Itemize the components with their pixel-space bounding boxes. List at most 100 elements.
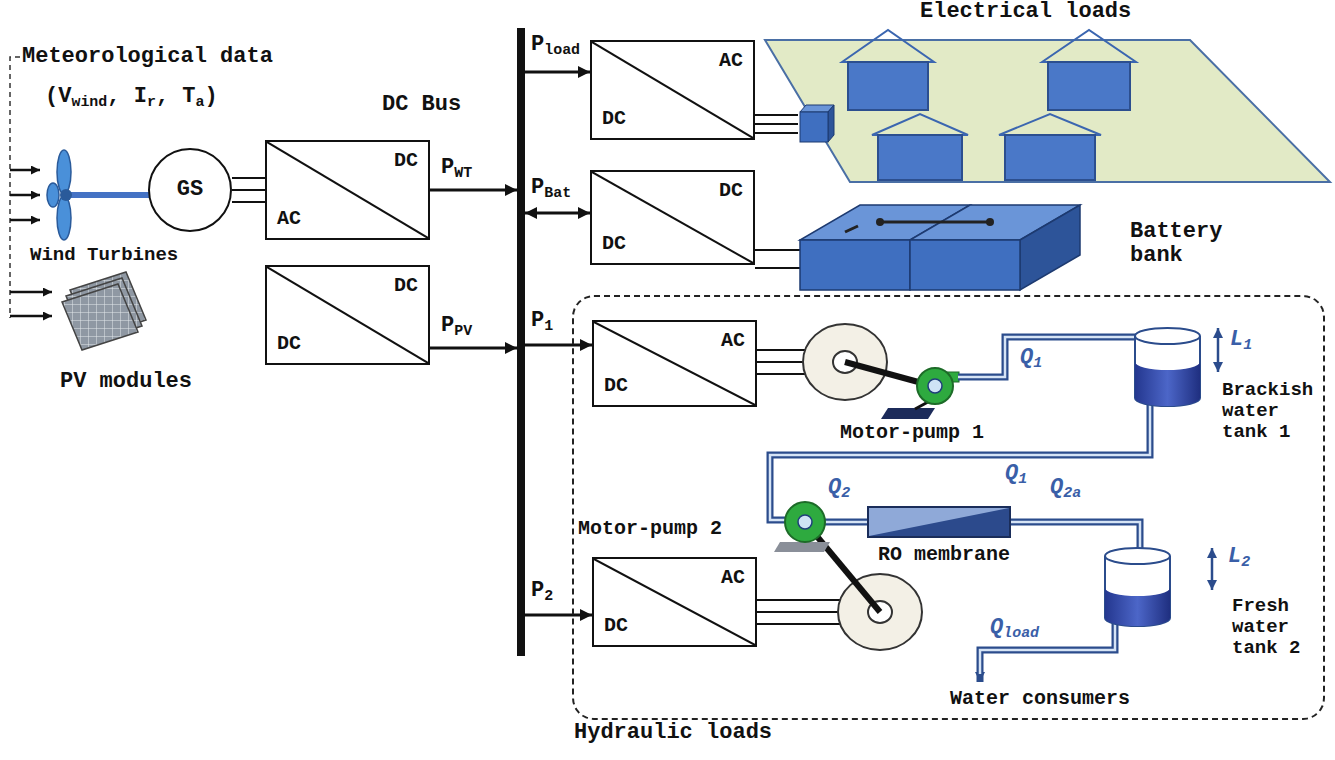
subscript: 1 — [1033, 355, 1042, 371]
power-label: PPV — [440, 314, 473, 338]
flow-label: Q1 — [1020, 346, 1042, 370]
part-label: Motor-pump 2 — [578, 518, 722, 540]
ro-membrane — [868, 507, 1010, 537]
converter-diagonal — [267, 267, 428, 363]
part-label: Wind Turbines — [30, 245, 178, 266]
subscript: r — [147, 94, 156, 110]
part-label: PV modules — [60, 370, 192, 394]
node-text: GS — [177, 178, 203, 202]
node-text: AC — [721, 330, 745, 352]
wind-turbine — [60, 189, 72, 201]
power-label: PBat — [530, 176, 572, 200]
ro-membrane — [869, 508, 1009, 536]
battery-bank-shape — [800, 195, 801, 196]
connector-line — [232, 177, 265, 179]
electrical-loads-shape — [1005, 135, 1095, 180]
power-connector — [525, 213, 590, 214]
converter-box: ACDC — [592, 320, 757, 407]
converter-box: DC AC — [265, 140, 430, 240]
subscript: 2 — [841, 485, 850, 501]
power-label: Pload — [530, 33, 581, 57]
motor-pump-2 — [757, 623, 842, 625]
node-text: DC — [604, 615, 628, 637]
water-pipe — [770, 402, 1150, 520]
power-connector — [430, 348, 517, 349]
battery-bank-shape — [800, 240, 910, 290]
node-text: Electrical loads — [920, 0, 1131, 24]
converter-diagonal — [267, 142, 428, 238]
battery-bank-shape — [876, 218, 884, 226]
subscript: 1 — [544, 318, 553, 334]
brackish-tank — [1135, 336, 1200, 406]
brackish-tank — [1135, 362, 1200, 406]
motor-pump-1 — [757, 373, 806, 375]
connector-line — [525, 614, 592, 617]
motor-pump-1 — [757, 349, 806, 351]
motor-pump-2 — [774, 542, 830, 552]
generator-circle: GS — [148, 148, 232, 232]
battery-bank-shape — [1020, 205, 1080, 290]
wind-turbine — [57, 150, 71, 194]
node-text: DC — [719, 180, 743, 202]
node-text: DC — [394, 150, 418, 172]
subscript: 1 — [1018, 471, 1027, 487]
motor-pump-1 — [915, 402, 928, 409]
wind-turbine — [68, 192, 150, 198]
connector-line — [755, 132, 798, 134]
power-connector — [755, 115, 798, 133]
electrical-loads-shape — [800, 112, 828, 142]
power-connector — [525, 72, 590, 73]
fresh-tank — [1105, 588, 1170, 626]
flow-label: Q1 — [1005, 462, 1027, 486]
subscript: PV — [454, 323, 472, 339]
power-label: PWT — [440, 156, 473, 180]
converter-box: ACDC — [590, 40, 755, 140]
part-label: Meteorological data — [22, 45, 273, 69]
electrical-loads-shape — [872, 114, 968, 135]
subscript: load — [1003, 625, 1039, 641]
motor-pump-1 — [881, 408, 935, 419]
converter-box: DCDC — [265, 265, 430, 365]
fresh-tank — [1211, 548, 1214, 590]
node-text: Hydraulic loads — [574, 721, 772, 745]
connector-line — [525, 344, 592, 347]
subscript: 2 — [544, 588, 553, 604]
converter-diagonal — [594, 559, 755, 645]
electrical-loads-shape — [842, 30, 934, 62]
connector-line — [430, 347, 517, 350]
electrical-loads-shape — [798, 0, 799, 1]
node-text: DC — [602, 233, 626, 255]
node-text: DC — [277, 333, 301, 355]
pv-modules — [62, 284, 138, 350]
power-connector — [755, 250, 800, 268]
water-pipe — [825, 519, 868, 526]
converter-box: DC DC — [590, 170, 755, 265]
wind-turbine — [57, 196, 71, 240]
motor-pump-2 — [785, 502, 825, 542]
brackish-tank — [1135, 328, 1200, 344]
met-data-line — [10, 219, 40, 222]
flow-label: L1 — [1230, 328, 1252, 352]
connector-line — [755, 267, 800, 269]
connector-line — [755, 123, 798, 125]
subscript: 1 — [1243, 337, 1252, 353]
part-label: Motor-pump 1 — [840, 422, 984, 444]
connector-line — [232, 189, 265, 191]
electrical-loads-shape — [1042, 30, 1136, 62]
dc-bus: DC Bus — [517, 28, 525, 656]
connector-line — [755, 249, 800, 251]
motor-pump-2 — [757, 611, 838, 613]
subscript: wind — [71, 94, 107, 110]
electrical-loads-shape — [828, 105, 834, 142]
converter-diagonal — [592, 42, 753, 138]
power-connector — [525, 345, 592, 346]
water-pipe — [958, 337, 1165, 377]
node-text: AC — [277, 208, 301, 230]
fresh-tank — [1105, 548, 1170, 564]
part-label: Water consumers — [950, 688, 1130, 710]
power-label: P2 — [530, 579, 554, 603]
water-pipe — [770, 337, 1165, 682]
electrical-loads-shape — [878, 135, 962, 180]
electrical-loads-shape — [765, 40, 1330, 182]
part-label: RO membrane — [878, 544, 1010, 566]
